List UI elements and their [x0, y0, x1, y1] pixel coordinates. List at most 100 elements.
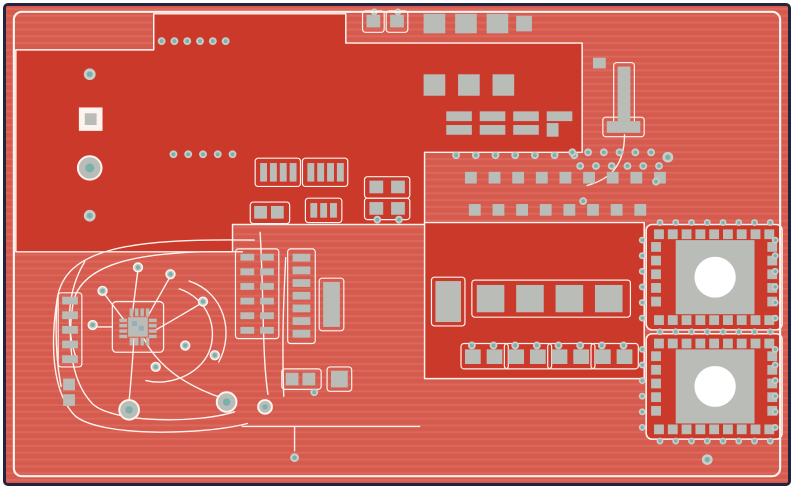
component-pad: [492, 74, 515, 96]
component-pad: [488, 171, 501, 184]
via-hole: [705, 330, 709, 334]
signal-trace: [188, 280, 227, 363]
component-pad: [84, 113, 97, 126]
ic-pin: [119, 324, 128, 328]
qfn-pin-pad: [651, 405, 661, 416]
silkscreen-outline: [254, 157, 302, 188]
via-hole: [171, 152, 176, 157]
qfn-pin-pad: [767, 378, 778, 389]
via-hole: [223, 39, 228, 44]
via-hole: [658, 439, 662, 443]
qfn-pin-pad: [722, 315, 733, 325]
component-pad: [391, 180, 405, 194]
via-hole: [768, 220, 772, 225]
qfn-pin-pad: [654, 424, 664, 435]
via-hole: [593, 164, 598, 168]
component-pad: [435, 281, 462, 323]
via-hole: [86, 71, 93, 78]
component-pad: [634, 204, 647, 216]
component-pad: [446, 125, 472, 135]
component-pad: [62, 340, 78, 349]
via-hole: [654, 179, 658, 184]
via-hole: [773, 269, 777, 274]
component-pad: [254, 205, 267, 219]
via-hole: [609, 164, 614, 168]
component-pad: [292, 304, 311, 313]
via-hole: [773, 410, 777, 414]
ic-pin: [148, 324, 157, 328]
qfn-pin-pad: [709, 229, 720, 240]
component-pad: [240, 253, 255, 261]
via-hole: [215, 152, 220, 157]
component-pad: [330, 203, 337, 218]
component-pad: [62, 355, 78, 364]
via-hole: [773, 378, 777, 383]
ic-silkscreen-outline: [111, 300, 165, 353]
component-pad: [292, 279, 311, 287]
via-hole: [640, 269, 644, 274]
via-hole: [212, 353, 218, 358]
component-pad: [240, 297, 255, 305]
qfn-pin-pad: [722, 338, 733, 349]
silkscreen-outline: [326, 366, 353, 392]
via-hole: [640, 254, 644, 258]
qfn-pin-pad: [695, 424, 706, 435]
component-pad: [630, 171, 643, 184]
qfn-pin-pad: [750, 424, 761, 435]
via-hole: [773, 285, 777, 289]
qfn-pin-pad: [667, 229, 678, 240]
mounting-hole: [125, 406, 133, 414]
component-pad: [594, 284, 623, 313]
ic-center-pad: [128, 317, 148, 337]
component-pad: [654, 171, 666, 184]
mounting-hole: [222, 398, 231, 406]
pcb-layout-svg: [6, 6, 788, 483]
qfn-pin-pad: [681, 315, 692, 325]
component-pad: [62, 325, 78, 334]
signal-trace: [147, 275, 172, 317]
component-pad: [260, 253, 274, 261]
silkscreen-outline: [363, 197, 411, 221]
qfn-pin-pad: [654, 338, 664, 349]
component-pad: [508, 349, 525, 364]
qfn-pin-pad: [651, 296, 661, 307]
ic-pin: [140, 337, 144, 346]
via-hole: [641, 164, 646, 168]
component-pad: [513, 111, 539, 122]
silkscreen-outline: [590, 342, 639, 370]
signal-trace: [143, 337, 224, 399]
via-hole: [640, 410, 644, 414]
component-pad: [458, 74, 480, 96]
qfn-pin-pad: [764, 315, 775, 325]
via-hole: [768, 439, 772, 443]
component-pad: [476, 284, 505, 313]
ic-pin: [129, 337, 134, 346]
via-hole: [640, 285, 644, 289]
via-hole: [617, 150, 622, 155]
via-hole: [773, 363, 777, 367]
signal-trace: [282, 256, 287, 397]
via-hole: [210, 39, 215, 44]
qfn-pin-pad: [651, 351, 661, 362]
via-hole: [183, 343, 188, 348]
ic-pin: [145, 337, 150, 346]
qfn-pin-pad: [767, 242, 778, 252]
component-pad: [446, 111, 472, 122]
via-hole: [773, 347, 777, 352]
component-pad: [529, 349, 546, 364]
component-pad: [240, 312, 255, 320]
via-hole: [640, 300, 644, 305]
via-hole: [658, 220, 662, 225]
via-hole: [721, 439, 725, 443]
ic-pin: [148, 334, 157, 339]
component-pad: [307, 163, 315, 182]
qfn-center-hole: [694, 256, 736, 298]
component-pad: [327, 163, 334, 182]
component-pad: [366, 14, 381, 28]
qfn-pin-pad: [722, 424, 733, 435]
component-pad: [62, 311, 78, 320]
component-pad: [292, 253, 311, 262]
component-pad: [285, 372, 299, 386]
via-hole: [721, 220, 725, 225]
component-pad: [269, 163, 277, 182]
